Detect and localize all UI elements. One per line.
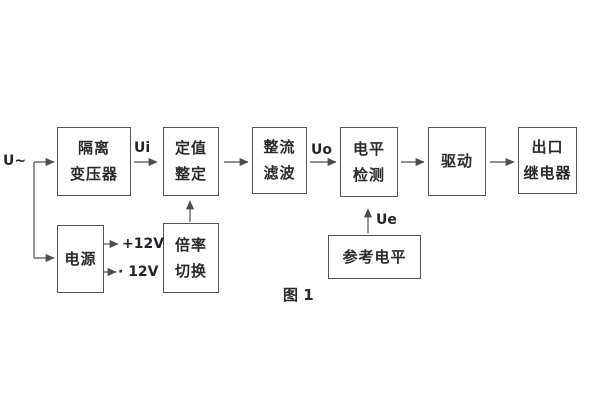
block-output-relay: 出口 继电器 (518, 127, 577, 194)
block-label: 整定 (174, 165, 207, 183)
block-label: 隔离 (77, 139, 110, 157)
block-power-supply: 电源 (57, 225, 104, 293)
block-label: 检测 (352, 165, 385, 184)
block-isolation-transformer: 隔离 变压器 (57, 127, 131, 196)
block-label: 整流 (263, 138, 296, 156)
block-level-detection: 电平 检测 (340, 127, 398, 197)
block-label: 参考电平 (342, 247, 407, 266)
block-label: 倍率 (174, 235, 207, 254)
block-drive: 驱动 (428, 127, 486, 196)
block-label: 出口 (531, 138, 564, 156)
block-label: 电平 (352, 139, 385, 158)
label-minus-12v: · 12V (118, 264, 159, 280)
block-label: 驱动 (440, 152, 473, 170)
block-label: 切换 (174, 261, 207, 280)
block-rectifier-filter: 整流 滤波 (252, 127, 307, 194)
label-uo: Uo (311, 142, 332, 158)
block-label: 定值 (174, 139, 207, 157)
block-setting: 定值 整定 (163, 127, 219, 196)
block-label: 变压器 (69, 165, 118, 183)
block-ratio-switch: 倍率 切换 (163, 223, 219, 293)
label-plus-12v: +12V (122, 236, 165, 252)
block-label: 电源 (64, 249, 97, 268)
label-ui: Ui (134, 140, 151, 156)
block-label: 滤波 (263, 164, 296, 182)
connector-input-branch (33, 157, 55, 263)
block-label: 继电器 (523, 164, 572, 182)
block-reference-level: 参考电平 (328, 235, 421, 279)
label-input-voltage: U~ (3, 153, 27, 169)
figure-caption: 图 1 (283, 286, 314, 304)
label-ue: Ue (376, 212, 397, 228)
